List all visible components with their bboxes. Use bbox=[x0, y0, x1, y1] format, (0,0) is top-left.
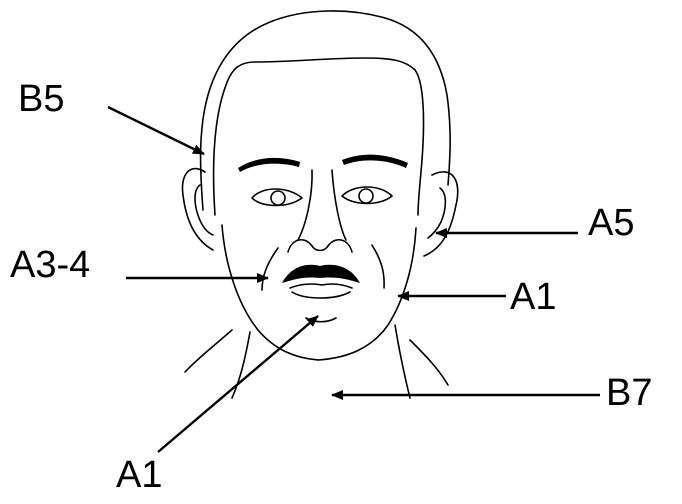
face-right-jaw bbox=[317, 227, 417, 361]
neck-right bbox=[394, 324, 411, 399]
arrow-b5 bbox=[107, 105, 205, 156]
right-ear bbox=[423, 171, 459, 257]
label-a1-cheek: A1 bbox=[510, 276, 557, 318]
label-a3-4: A3-4 bbox=[10, 244, 91, 286]
nose-bridge bbox=[297, 169, 313, 241]
right-iris bbox=[358, 188, 374, 204]
upper-lip bbox=[289, 283, 353, 289]
label-b5: B5 bbox=[18, 78, 65, 120]
left-ear-inner bbox=[194, 184, 214, 236]
moustache bbox=[282, 264, 360, 283]
left-cheek-fold bbox=[261, 247, 279, 291]
nose-right bbox=[331, 169, 347, 241]
lower-lip bbox=[291, 291, 351, 299]
right-eyebrow bbox=[342, 154, 408, 168]
shoulder-right bbox=[409, 339, 449, 386]
left-eyebrow bbox=[238, 157, 300, 172]
right-eye bbox=[341, 186, 393, 205]
nose-bottom bbox=[287, 239, 353, 253]
shoulder-left bbox=[184, 329, 233, 373]
left-eye bbox=[251, 188, 303, 207]
label-a5: A5 bbox=[588, 202, 635, 244]
label-b7: B7 bbox=[606, 372, 653, 414]
neck-left bbox=[231, 331, 251, 399]
right-ear-inner bbox=[427, 187, 447, 239]
hairline bbox=[212, 57, 425, 216]
left-ear bbox=[181, 167, 214, 251]
right-cheek-fold bbox=[371, 244, 385, 289]
hair-outline bbox=[199, 10, 451, 211]
left-iris bbox=[270, 190, 286, 206]
face-left-jaw bbox=[221, 224, 319, 361]
label-a1-chin: A1 bbox=[116, 454, 163, 496]
arrow-a1-chin bbox=[157, 315, 319, 453]
